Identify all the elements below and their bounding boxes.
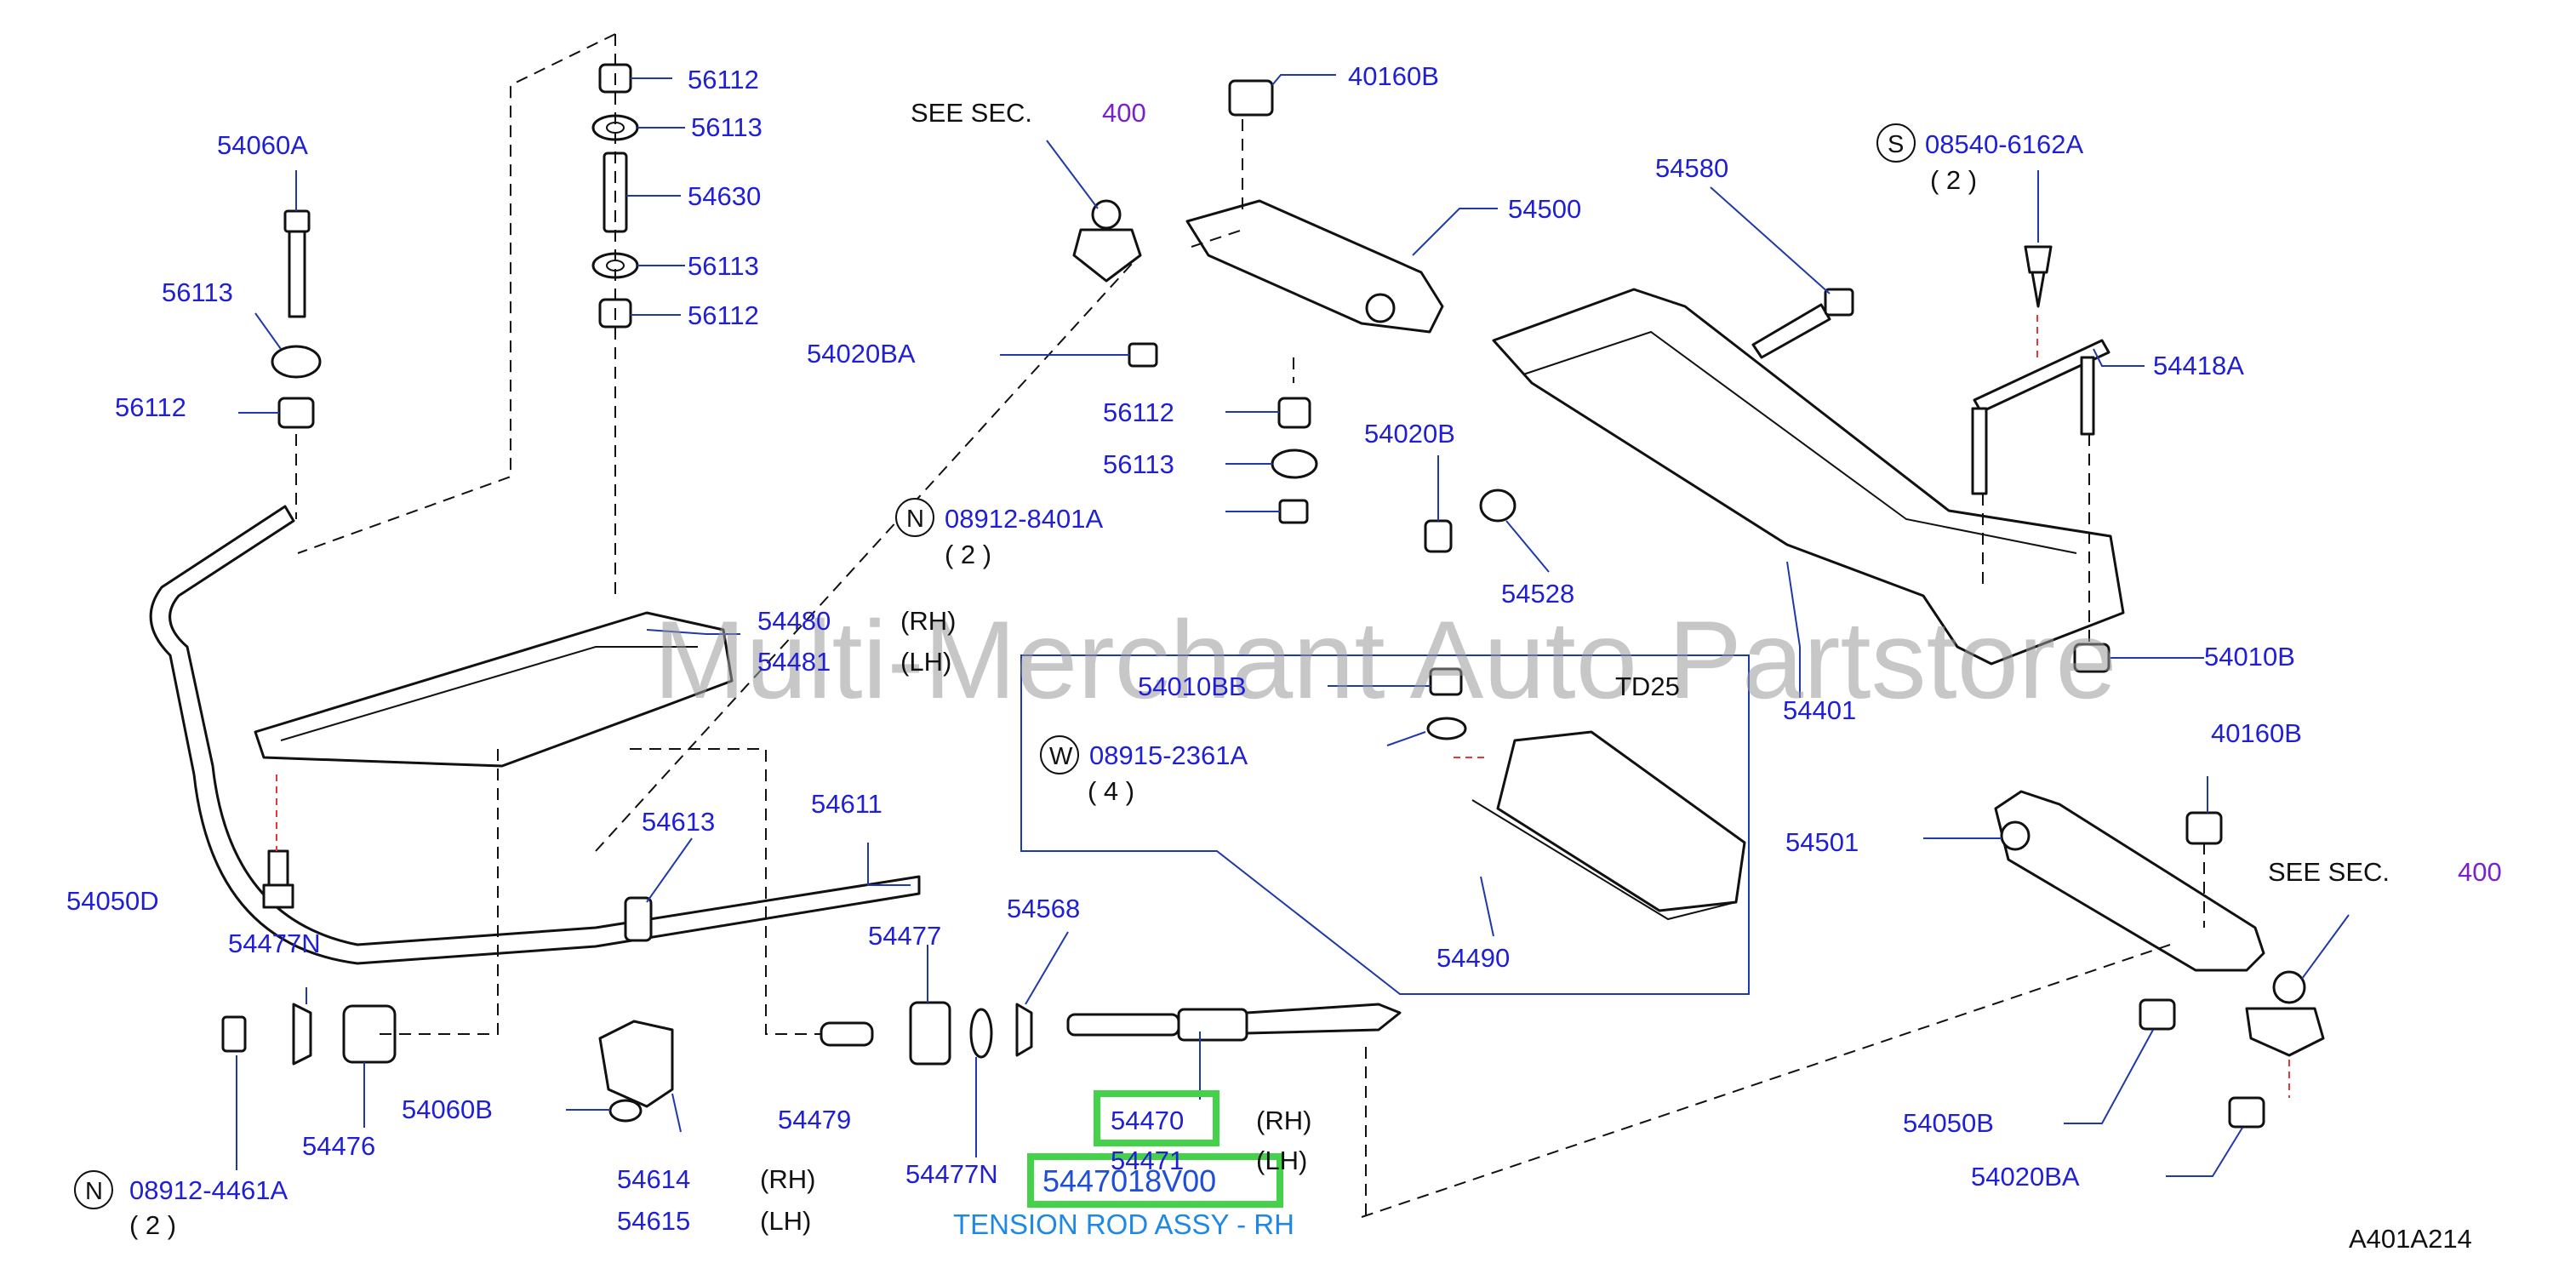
- part-label-54611[interactable]: 54611: [811, 789, 882, 819]
- part-label-56113-mid[interactable]: 56113: [688, 251, 759, 281]
- lh-label-1: (LH): [900, 647, 951, 677]
- svg-text:W: W: [1049, 743, 1073, 770]
- part-label-54020B[interactable]: 54020B: [1364, 419, 1455, 449]
- highlight-box-54470: [1094, 1090, 1219, 1146]
- td25-label: TD25: [1615, 672, 1680, 701]
- leader-lines: [236, 74, 2350, 1177]
- part-label-54480[interactable]: 54480: [757, 606, 831, 636]
- diagram-code: A401A214: [2349, 1224, 2472, 1254]
- part-label-54501[interactable]: 54501: [1785, 827, 1859, 857]
- svg-text:N: N: [85, 1178, 103, 1205]
- symbol-circle-n2: N: [74, 1170, 113, 1209]
- part-label-54528[interactable]: 54528: [1501, 579, 1574, 609]
- part-label-54477[interactable]: 54477: [868, 921, 941, 951]
- svg-text:S: S: [1888, 131, 1904, 158]
- part-label-54418A[interactable]: 54418A: [2153, 351, 2244, 380]
- quantity-label-2c: ( 2 ): [129, 1210, 176, 1240]
- part-label-54479[interactable]: 54479: [778, 1105, 851, 1134]
- part-label-56113-left[interactable]: 56113: [162, 277, 233, 307]
- section-ref-400-1[interactable]: 400: [1102, 98, 1146, 128]
- part-label-08912-4461A[interactable]: 08912-4461A: [129, 1175, 288, 1205]
- part-label-40160B-top[interactable]: 40160B: [1348, 61, 1439, 91]
- part-label-54580[interactable]: 54580: [1655, 153, 1728, 183]
- part-label-54477N-left[interactable]: 54477N: [228, 929, 321, 958]
- see-section-label-2: SEE SEC.: [2268, 857, 2390, 887]
- part-label-54020BA-top[interactable]: 54020BA: [807, 339, 916, 369]
- part-description-caption: TENSION ROD ASSY - RH: [953, 1209, 1294, 1240]
- lh-label-2: (LH): [1256, 1146, 1307, 1175]
- symbol-circle-w: W: [1040, 735, 1079, 774]
- part-label-54481[interactable]: 54481: [757, 647, 831, 677]
- part-label-54060A[interactable]: 54060A: [217, 130, 308, 160]
- part-label-54568[interactable]: 54568: [1007, 894, 1080, 923]
- part-label-54470[interactable]: 54470: [1111, 1106, 1184, 1135]
- part-label-54050D[interactable]: 54050D: [66, 886, 159, 916]
- part-label-54020BA-bottom[interactable]: 54020BA: [1971, 1162, 2080, 1192]
- part-label-08912-8401A[interactable]: 08912-8401A: [945, 504, 1103, 534]
- part-label-56112-left[interactable]: 56112: [115, 392, 186, 422]
- lh-label-3: (LH): [760, 1206, 811, 1236]
- symbol-circle-n1: N: [895, 498, 934, 537]
- part-label-54490[interactable]: 54490: [1437, 943, 1510, 973]
- part-label-54401[interactable]: 54401: [1783, 695, 1856, 725]
- part-drawings: [149, 63, 2325, 1129]
- assembly-lines: [276, 33, 2290, 1218]
- part-label-54613[interactable]: 54613: [642, 807, 715, 837]
- part-label-54471[interactable]: 54471: [1111, 1146, 1184, 1175]
- highlight-box-callout: [1027, 1153, 1283, 1208]
- part-label-08915-2361A[interactable]: 08915-2361A: [1089, 740, 1248, 770]
- quantity-label-4: ( 4 ): [1088, 776, 1134, 806]
- part-labels: 56112 56113 54630 56113 56112 54060A 561…: [66, 61, 2502, 1254]
- part-label-54010B[interactable]: 54010B: [2204, 642, 2295, 672]
- symbol-circle-s: S: [1876, 123, 1916, 163]
- part-label-54500[interactable]: 54500: [1508, 194, 1581, 224]
- part-label-54477N-bottom[interactable]: 54477N: [905, 1159, 998, 1189]
- part-label-54476[interactable]: 54476: [302, 1131, 375, 1161]
- rh-label-3: (RH): [760, 1164, 815, 1194]
- quantity-label-2a: ( 2 ): [945, 540, 991, 569]
- highlighted-part-number[interactable]: 5447018V00: [1042, 1163, 1216, 1198]
- part-label-54050B[interactable]: 54050B: [1903, 1108, 1994, 1138]
- part-label-54630[interactable]: 54630: [688, 181, 761, 211]
- part-label-54010BB[interactable]: 54010BB: [1138, 672, 1247, 701]
- part-label-56113-top[interactable]: 56113: [691, 112, 763, 142]
- svg-text:N: N: [906, 506, 924, 533]
- section-ref-400-2[interactable]: 400: [2458, 857, 2502, 887]
- part-label-08540-6162A[interactable]: 08540-6162A: [1925, 129, 2083, 159]
- part-label-54615[interactable]: 54615: [617, 1206, 690, 1236]
- part-label-56112-mid[interactable]: 56112: [688, 300, 759, 330]
- part-label-54614[interactable]: 54614: [617, 1164, 690, 1194]
- quantity-label-2b: ( 2 ): [1930, 165, 1977, 195]
- watermark-text: Multi-Merchant Auto Partstore: [654, 597, 2117, 722]
- part-label-56112-center[interactable]: 56112: [1103, 397, 1174, 427]
- part-label-56113-center[interactable]: 56113: [1103, 449, 1174, 479]
- rh-label-1: (RH): [900, 606, 956, 636]
- part-label-54060B[interactable]: 54060B: [402, 1094, 493, 1124]
- see-section-label-1: SEE SEC.: [911, 98, 1032, 128]
- part-label-56112-top[interactable]: 56112: [688, 65, 759, 94]
- rh-label-2: (RH): [1256, 1106, 1311, 1135]
- part-label-40160B-right[interactable]: 40160B: [2211, 718, 2302, 748]
